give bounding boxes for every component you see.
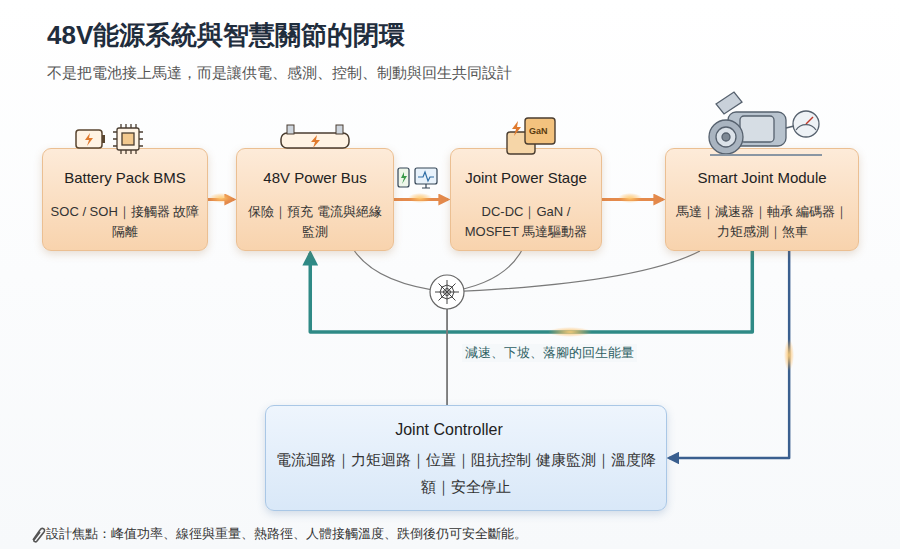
box-body: DC-DC｜GaN / MOSFET 馬達驅動器	[457, 202, 595, 242]
box-body: 電流迴路｜力矩迴路｜位置｜阻抗控制 健康監測｜溫度降額｜安全停止	[276, 446, 656, 500]
box-body: SOC / SOH｜接觸器 故障隔離	[49, 202, 201, 242]
paperclip-icon	[33, 529, 45, 542]
edge-label: 減速、下坡、落腳的回生能量	[462, 344, 637, 362]
fuse-icon	[281, 125, 349, 148]
box-heading: Smart Joint Module	[697, 168, 826, 188]
subtitle-text: 不是把電池接上馬達，而是讓供電、感測、控制、制動與回生共同設計	[47, 64, 512, 83]
connector-arrow	[447, 251, 521, 405]
connector-arrow	[355, 251, 448, 405]
sensor-icons	[398, 168, 437, 188]
battery-box: Battery Pack BMS SOC / SOH｜接觸器 故障隔離	[42, 148, 208, 251]
box-body: 馬達｜減速器｜軸承 編碼器｜力矩感測｜煞車	[672, 202, 852, 242]
robot-joint-illustration	[709, 92, 822, 155]
connector-arrow	[310, 251, 752, 332]
box-heading: 48V Power Bus	[263, 168, 366, 188]
hub-icon	[430, 275, 464, 309]
power-stage-box: Joint Power StageDC-DC｜GaN / MOSFET 馬達驅動…	[450, 148, 602, 251]
controller-box: Joint Controller 電流迴路｜力矩迴路｜位置｜阻抗控制 健康監測｜溫…	[265, 405, 667, 511]
caption-text: 設計焦點：峰值功率、線徑與重量、熱路徑、人體接觸溫度、跌倒後仍可安全斷能。	[46, 525, 527, 543]
box-heading: Battery Pack BMS	[64, 168, 186, 188]
box-heading: Joint Power Stage	[465, 168, 587, 188]
box-body: 保險｜預充 電流與絕緣監測	[243, 202, 387, 242]
chip-label: GaN	[529, 126, 548, 136]
connector-arrow	[447, 251, 700, 405]
connector-arrow	[669, 251, 789, 458]
box-heading: Joint Controller	[395, 420, 537, 440]
diagram-title: 48V能源系統與智慧關節的閉環	[47, 18, 405, 53]
power-bus-box: 48V Power Bus 保險｜預充 電流與絕緣監測	[236, 148, 394, 251]
battery-icon	[76, 130, 105, 148]
joint-module-box: Smart Joint Module 馬達｜減速器｜軸承 編碼器｜力矩感測｜煞車	[665, 148, 859, 251]
